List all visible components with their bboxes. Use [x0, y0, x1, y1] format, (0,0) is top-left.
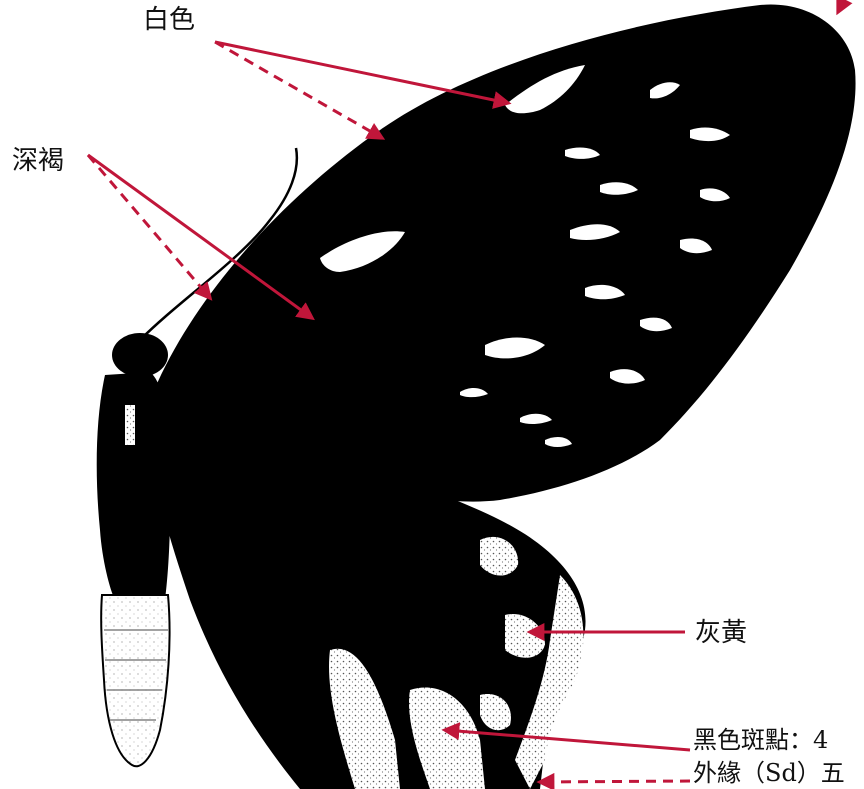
label-black-spot: 黑色斑點：4	[693, 728, 828, 752]
forewing	[150, 4, 856, 501]
arrow-margin	[540, 781, 690, 782]
label-dark-brown: 深褐	[12, 148, 64, 174]
label-outer-margin: 外緣（Sd）五	[693, 761, 845, 785]
arrow-white-solid	[215, 42, 508, 103]
abdomen	[101, 595, 169, 766]
arrow-brown-dashed	[88, 155, 210, 298]
label-gray-yellow: 灰黃	[695, 620, 747, 646]
label-white: 白色	[143, 7, 195, 33]
arrow-top-right	[838, 0, 845, 12]
thorax-stipple	[125, 405, 135, 445]
head	[112, 333, 168, 377]
arrow-white-dashed	[215, 42, 382, 138]
